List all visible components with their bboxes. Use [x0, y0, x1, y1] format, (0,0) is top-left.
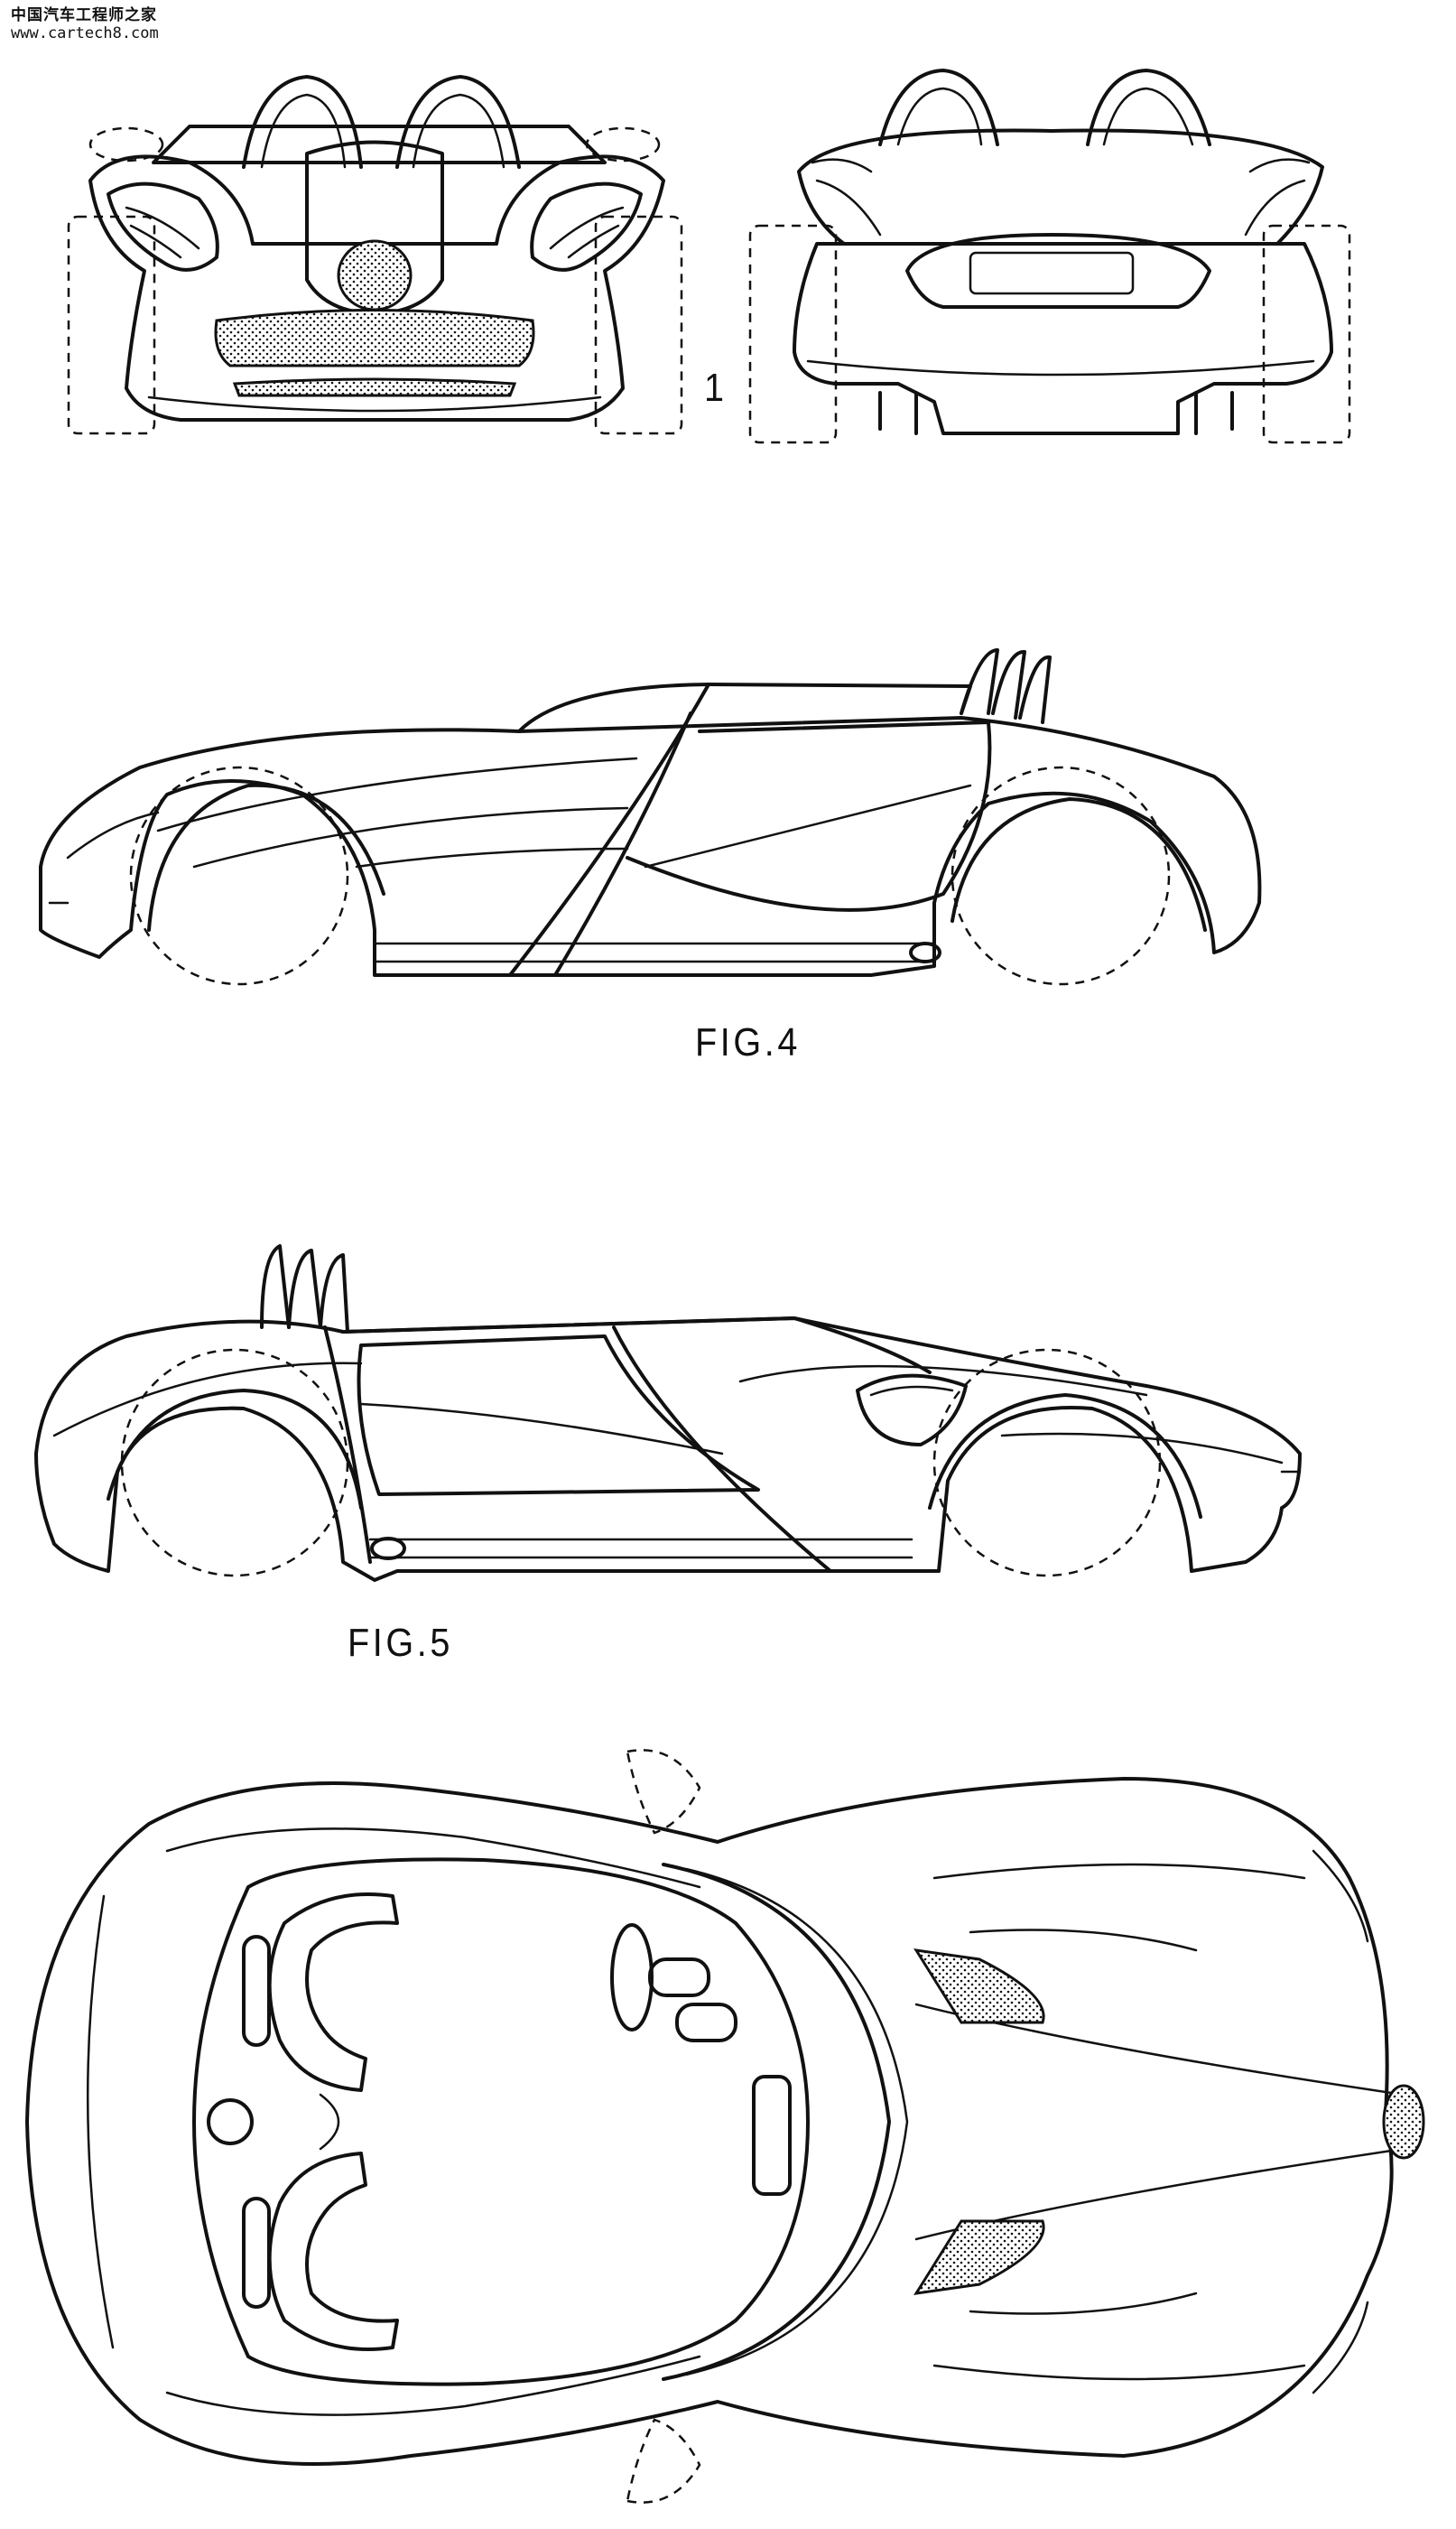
figure-label-fig5: FIG.5 — [348, 1621, 454, 1665]
top-view-drawing — [14, 1734, 1440, 2519]
watermark: 中国汽车工程师之家 www.cartech8.com — [11, 6, 159, 42]
watermark-url: www.cartech8.com — [11, 23, 159, 42]
figure-label-front-rear: 1 — [704, 366, 728, 410]
front-view-drawing — [63, 63, 686, 451]
watermark-title: 中国汽车工程师之家 — [11, 6, 157, 24]
side-view-right-drawing — [18, 1201, 1318, 1607]
rear-view-drawing — [745, 63, 1377, 451]
figure-label-fig4: FIG.4 — [695, 1020, 802, 1065]
side-view-left-drawing — [14, 632, 1304, 1020]
